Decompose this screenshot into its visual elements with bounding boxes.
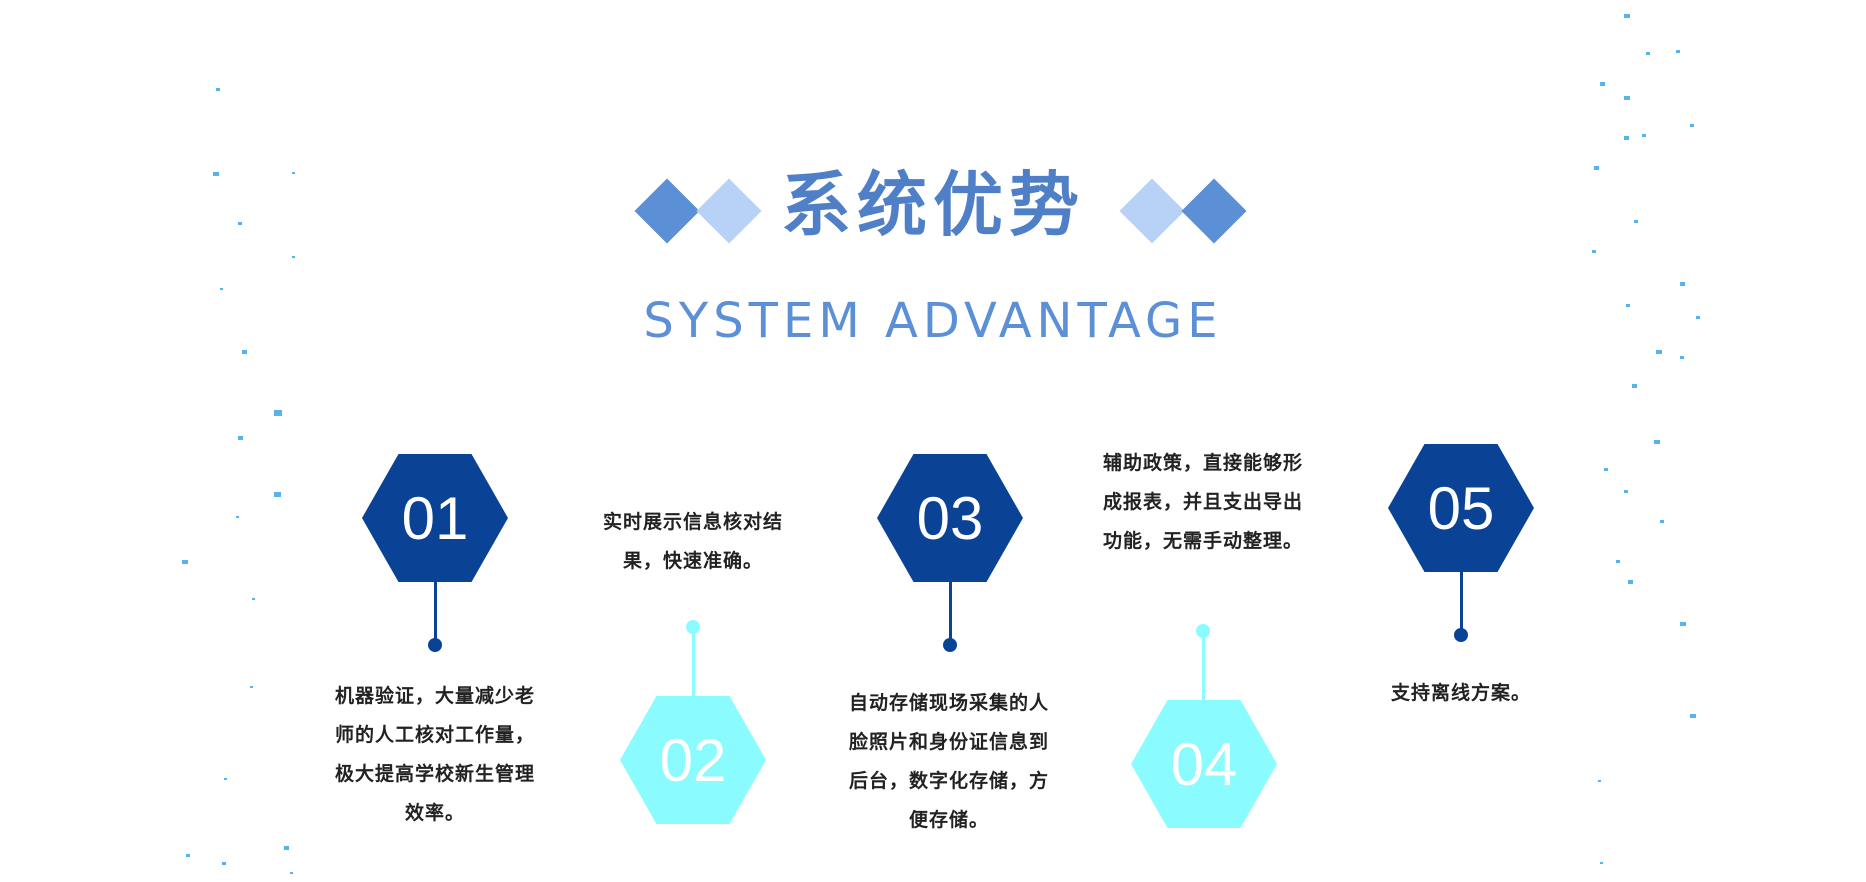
hexagon-05: 05 (1388, 444, 1534, 572)
sparkle-dot (292, 256, 295, 258)
sparkle-dot (1628, 580, 1633, 584)
sparkle-dot (236, 516, 239, 518)
sparkle-dot (1646, 52, 1650, 55)
sparkle-dot (1642, 134, 1646, 137)
advantage-text-01: 机器验证，大量减少老师的人工核对工作量，极大提高学校新生管理效率。 (334, 685, 535, 824)
hexagon-02: 02 (620, 696, 766, 824)
sparkle-dot (1680, 356, 1684, 359)
advantage-text-04: 辅助政策，直接能够形成报表，并且支出导出功能，无需手动整理。 (1102, 452, 1303, 552)
sparkle-dot (216, 88, 220, 91)
sparkle-dot (186, 854, 190, 857)
sparkle-dot (1680, 282, 1685, 286)
sparkle-dot (274, 492, 281, 497)
sparkle-dot (1624, 490, 1628, 493)
sparkle-dot (1654, 440, 1660, 444)
sparkle-dot (1616, 560, 1620, 563)
sparkle-dot (290, 872, 293, 874)
sparkle-dot (284, 846, 289, 850)
sparkle-dot (1624, 14, 1630, 18)
sparkle-dot (238, 222, 242, 225)
sparkle-dot (1676, 50, 1680, 53)
sparkle-dot (1656, 350, 1662, 354)
advantage-text-05: 支持离线方案。 (1390, 682, 1531, 704)
sparkle-dot (1604, 468, 1608, 471)
sparkle-dot (1634, 220, 1638, 223)
sparkle-dot (1660, 520, 1664, 523)
sparkle-dot (1690, 124, 1694, 127)
sparkle-dot (1600, 82, 1605, 86)
connector-dot-02 (686, 620, 700, 634)
sparkle-dot (274, 410, 282, 416)
sparkle-dot (1598, 780, 1601, 782)
sparkle-dot (242, 350, 247, 354)
sparkle-dot (250, 686, 253, 688)
sparkle-dot (1626, 304, 1630, 307)
page-subtitle: SYSTEM ADVANTAGE (643, 293, 1223, 349)
connector-stem-03 (949, 580, 952, 640)
page-title: 系统优势 (781, 164, 1085, 246)
sparkle-dot (238, 436, 243, 440)
sparkle-dot (1624, 136, 1629, 140)
advantage-text-02: 实时展示信息核对结果，快速准确。 (602, 511, 783, 572)
sparkle-dot (1680, 622, 1686, 626)
sparkle-dot (1632, 384, 1637, 388)
connector-stem-05 (1460, 570, 1463, 630)
hexagon-04: 04 (1131, 700, 1277, 828)
advantage-text-03: 自动存储现场采集的人脸照片和身份证信息到后台，数字化存储，方便存储。 (848, 692, 1049, 831)
sparkle-dot (292, 172, 295, 174)
sparkle-dot (224, 778, 227, 780)
connector-dot-01 (428, 638, 442, 652)
connector-dot-05 (1454, 628, 1468, 642)
sparkle-dot (1592, 250, 1596, 253)
hexagon-01: 01 (362, 454, 508, 582)
connector-stem-01 (434, 580, 437, 640)
hexagon-03: 03 (877, 454, 1023, 582)
sparkle-dot (1594, 166, 1599, 170)
sparkle-dot (220, 288, 223, 290)
sparkle-dot (182, 560, 188, 564)
sparkle-dot (1600, 862, 1603, 864)
connector-dot-03 (943, 638, 957, 652)
sparkle-dot (1690, 714, 1696, 718)
sparkle-dot (222, 862, 226, 865)
sparkle-dot (213, 172, 219, 176)
sparkle-dot (1624, 96, 1630, 100)
sparkle-dot (252, 598, 255, 600)
connector-stem-04 (1202, 634, 1205, 704)
sparkle-dot (1696, 316, 1700, 319)
connector-dot-04 (1196, 624, 1210, 638)
connector-stem-02 (692, 630, 695, 700)
